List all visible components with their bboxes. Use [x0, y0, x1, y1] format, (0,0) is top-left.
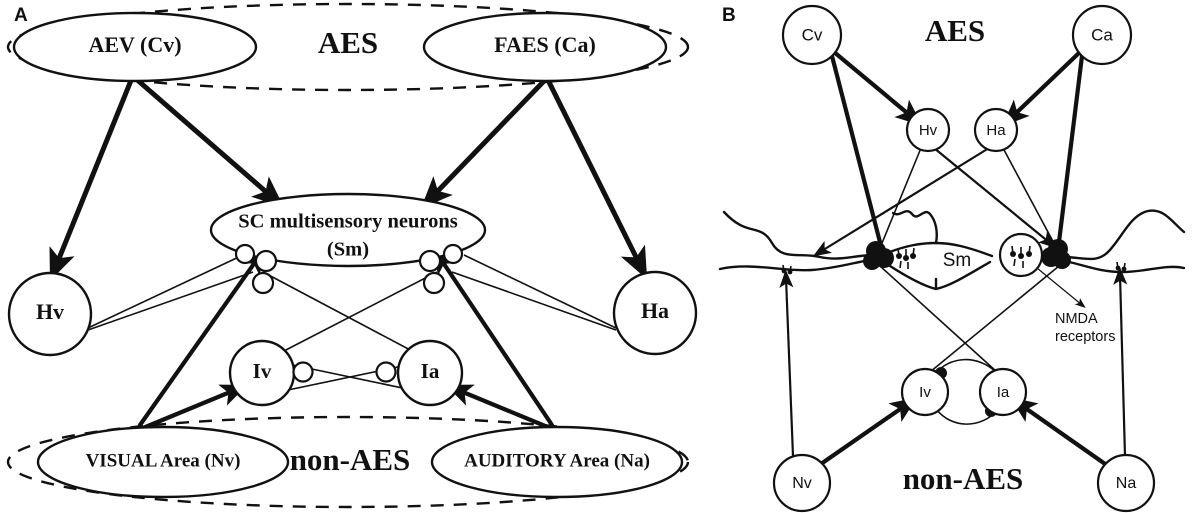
- projection-faes-to-ha: [545, 77, 648, 280]
- projection-cv-to-sm-bouton: [829, 53, 885, 253]
- region-label-non-aes-a: non-AES: [290, 442, 411, 477]
- receptor-cluster-right: [998, 232, 1044, 278]
- projection-faes-to-sm: [420, 77, 548, 209]
- node-ha-b[interactable]: Ha: [973, 107, 1019, 153]
- panel-a: SC multisensory neurons (Sm) AEV (Cv) FA…: [6, 2, 698, 509]
- node-ha-a[interactable]: Ha: [612, 270, 698, 356]
- node-iv-a[interactable]: Iv: [228, 339, 296, 407]
- receptor-cluster-distal-left: [781, 264, 793, 275]
- connection-ha-to-sm-left: [812, 147, 990, 257]
- projection-aev-to-hv: [49, 75, 135, 281]
- synapse-circles-iv-ia: [292, 361, 397, 383]
- node-hv-a[interactable]: Hv: [7, 271, 93, 357]
- node-cv-label: Cv: [802, 25, 823, 44]
- node-nv-b[interactable]: Nv: [772, 453, 832, 513]
- node-ha-b-label: Ha: [986, 122, 1006, 139]
- node-sm-label-line1: SC multisensory neurons: [238, 211, 457, 233]
- node-ha-label: Ha: [641, 298, 669, 323]
- collateral-hv: [879, 147, 922, 249]
- connection-hv-to-sm-right: [933, 147, 1057, 249]
- connection-ha-to-sm: [451, 254, 617, 331]
- node-na-b[interactable]: Na: [1096, 453, 1156, 513]
- panel-label-b: B: [722, 5, 736, 26]
- projection-na-to-ia: [445, 384, 553, 431]
- bouton-sm-right: [1041, 239, 1071, 269]
- panel-label-a: A: [14, 5, 28, 26]
- collateral-ha: [1002, 147, 1057, 248]
- connection-hv-to-sm: [87, 254, 254, 331]
- node-ca-label: Ca: [1091, 25, 1113, 44]
- aes-region-outline-a: [6, 2, 690, 92]
- node-faes-label: FAES (Ca): [494, 32, 596, 57]
- receptor-cluster-distal-right: [1115, 261, 1127, 272]
- receptor-cluster-left: [896, 247, 916, 269]
- node-sm-b-label: Sm: [943, 250, 972, 271]
- node-nv-a[interactable]: VISUAL Area (Nv): [36, 425, 290, 499]
- node-na-a[interactable]: AUDITORY Area (Na): [430, 425, 684, 499]
- non-aes-region-outline-a: [6, 415, 690, 509]
- node-ia-label: Ia: [421, 359, 440, 383]
- node-nv-b-label: Nv: [792, 475, 812, 492]
- projection-nv-to-iv-b: [815, 397, 918, 469]
- node-na-label: AUDITORY Area (Na): [464, 450, 650, 471]
- node-hv-label: Hv: [36, 299, 64, 324]
- connection-iv-to-sm: [281, 271, 438, 353]
- projection-ca-to-sm-bouton: [1055, 53, 1085, 253]
- nmda-annotation-leader: [1036, 267, 1086, 309]
- projection-nv-to-sm: [137, 247, 266, 428]
- connection-sm-left-to-ia: [879, 265, 998, 373]
- region-label-non-aes-b: non-AES: [903, 461, 1024, 496]
- node-sm-b[interactable]: Sm: [943, 250, 972, 271]
- panel-b: NMDA receptors Cv Ca Hv: [718, 4, 1186, 513]
- node-iv-label: Iv: [253, 359, 272, 383]
- nmda-annotation-line2: receptors: [1055, 329, 1115, 345]
- node-cv-b[interactable]: Cv: [781, 4, 843, 66]
- node-hv-b-label: Hv: [919, 122, 938, 139]
- node-aev[interactable]: AEV (Cv): [12, 11, 258, 83]
- node-na-b-label: Na: [1116, 475, 1137, 492]
- projection-ca-to-ha-b: [1002, 49, 1083, 127]
- connection-sm-right-to-iv: [929, 265, 1060, 373]
- region-label-aes-a: AES: [318, 25, 378, 60]
- projection-nv-to-sm-distal: [779, 269, 795, 457]
- node-sm-label-line2: (Sm): [327, 239, 369, 261]
- projection-na-to-ia-b: [1009, 397, 1111, 469]
- node-nv-label: VISUAL Area (Nv): [86, 450, 241, 471]
- node-ca-b[interactable]: Ca: [1071, 4, 1133, 66]
- node-ia-a[interactable]: Ia: [396, 339, 464, 407]
- projection-na-to-sm-distal: [1113, 266, 1128, 457]
- node-iv-b-label: Iv: [919, 384, 931, 401]
- bouton-sm-left: [863, 241, 894, 270]
- projection-cv-to-hv-b: [831, 49, 923, 126]
- node-aev-label: AEV (Cv): [88, 32, 181, 57]
- synapse-circles-sm-a: [234, 243, 464, 295]
- projection-aev-to-sm: [132, 75, 285, 208]
- projection-nv-to-iv: [140, 384, 248, 431]
- projection-na-to-sm: [432, 246, 555, 428]
- node-hv-b[interactable]: Hv: [905, 107, 951, 153]
- node-ia-b[interactable]: Ia: [978, 367, 1028, 417]
- node-ia-b-label: Ia: [997, 384, 1010, 401]
- nmda-annotation-line1: NMDA: [1055, 311, 1098, 327]
- region-label-aes-b: AES: [925, 13, 985, 48]
- nmda-annotation: NMDA receptors: [1055, 311, 1115, 345]
- node-sm-a[interactable]: SC multisensory neurons (Sm): [209, 192, 487, 268]
- connection-ia-to-sm: [262, 271, 415, 353]
- node-faes[interactable]: FAES (Ca): [422, 11, 668, 83]
- node-iv-b[interactable]: Iv: [900, 367, 950, 417]
